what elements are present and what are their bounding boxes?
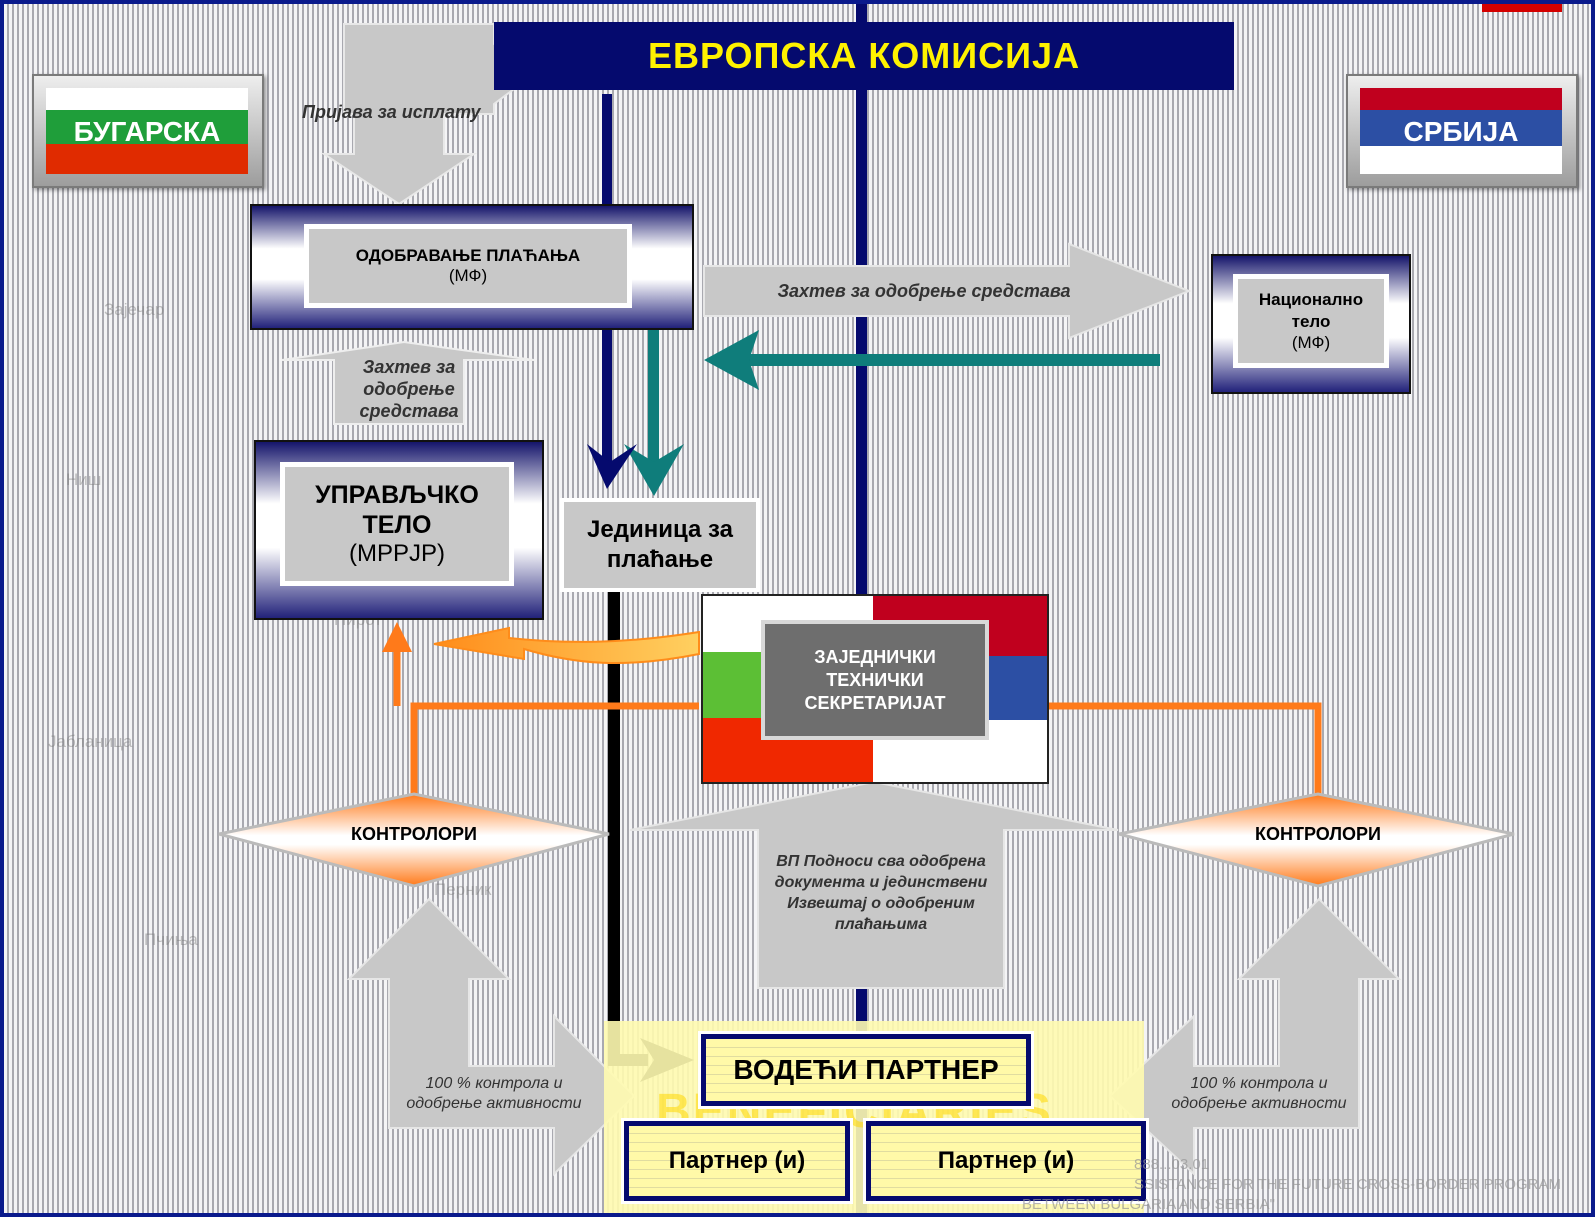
teal-line <box>648 324 659 474</box>
national-body-box: Национално тело (МФ) <box>1211 254 1411 394</box>
page-title: ЕВРОПСКА КОМИСИЈА <box>494 22 1234 90</box>
corner-accent <box>1482 4 1562 12</box>
partner-box: Партнер (и) <box>621 1118 853 1204</box>
orange-line <box>410 702 699 794</box>
watermark-line1: SSISTANCE FOR THE FUTURE CROSS-BORDER PR… <box>1134 1176 1561 1193</box>
map-label: Јабланица <box>48 732 133 751</box>
funds-request-left-label: Захтев за одобрење средстава <box>359 357 459 421</box>
curved-orange-arrow <box>433 626 700 665</box>
national-body-title: Национално тело <box>1258 290 1364 331</box>
serbia-flag-frame: СРБИЈА <box>1346 74 1578 188</box>
funds-request-right-arrow <box>703 242 1192 340</box>
jts-box: ЗАЈЕДНИЧКИ ТЕХНИЧКИ СЕКРЕТАРИЈАТ <box>701 594 1049 784</box>
managing-body-inner: УПРАВЉЧКО ТЕЛО (МРРЈР) <box>280 462 514 586</box>
bulgaria-label: БУГАРСКА <box>73 116 221 147</box>
payment-unit-box: Јединица за плаћање <box>560 498 760 592</box>
bulgaria-flag <box>46 88 248 174</box>
orange-arrowhead <box>382 622 412 652</box>
lp-submission-arrow <box>629 780 1119 989</box>
serbia-flag <box>1360 88 1562 174</box>
payment-approval-box: ОДОБРАВАЊЕ ПЛАЋАЊА (МФ) <box>250 204 694 330</box>
control-right-arrow <box>1108 897 1402 1177</box>
teal-arrowhead <box>704 330 759 390</box>
managing-body-sub: (МРРЈР) <box>349 540 445 567</box>
national-body-inner: Национално тело (МФ) <box>1233 274 1389 368</box>
map-label: Перник <box>434 880 492 899</box>
funds-request-right-label: Захтев за одобрење средстава <box>777 280 1071 301</box>
watermark-line2: BETWEEN BULGARIA AND SERBIA" <box>1022 1196 1275 1213</box>
map-label: Пчиња <box>144 930 198 949</box>
controllers-left-diamond <box>218 792 610 888</box>
payment-approval-title: ОДОБРАВАЊЕ ПЛАЋАЊА <box>355 246 581 265</box>
funds-request-left-arrow <box>281 340 535 425</box>
managing-body-box: УПРАВЉЧКО ТЕЛО (МРРЈР) <box>254 440 544 620</box>
lp-submission-label: ВП Подноси сва одобрена документа и једи… <box>774 853 988 933</box>
watermark-code: 888...03.01 <box>1134 1156 1210 1173</box>
bulgaria-flag-frame: БУГАРСКА <box>32 74 264 188</box>
payment-request-label: Пријава за исплату <box>302 102 481 122</box>
teal-line <box>740 354 1160 366</box>
control-right-label: 100 % контрола и одобрење активности <box>1171 1075 1347 1112</box>
payment-approval-inner: ОДОБРАВАЊЕ ПЛАЋАЊА (МФ) <box>304 224 632 308</box>
controllers-right-label: КОНТРОЛОРИ <box>1255 823 1381 844</box>
orange-line <box>1034 702 1322 794</box>
payment-approval-sub: (МФ) <box>448 266 488 285</box>
national-body-sub: (МФ) <box>1291 333 1331 352</box>
control-left-label: 100 % контрола и одобрење активности <box>406 1075 582 1112</box>
managing-body-title: УПРАВЉЧКО ТЕЛО <box>315 481 479 539</box>
map-label: Ниш <box>66 470 102 489</box>
teal-arrowhead <box>624 444 684 496</box>
controllers-left-label: КОНТРОЛОРИ <box>351 823 477 844</box>
jts-label: ЗАЈЕДНИЧКИ ТЕХНИЧКИ СЕКРЕТАРИЈАТ <box>761 620 989 740</box>
lead-partner-box: ВОДЕЋИ ПАРТНЕР <box>698 1031 1034 1109</box>
partner-box: Партнер (и) <box>863 1118 1149 1204</box>
navy-arrowhead <box>587 444 637 489</box>
control-left-arrow <box>346 897 636 1177</box>
controllers-right-diamond <box>1118 792 1515 888</box>
map-label: Зајечар <box>104 300 165 319</box>
serbia-label: СРБИЈА <box>1403 116 1519 147</box>
